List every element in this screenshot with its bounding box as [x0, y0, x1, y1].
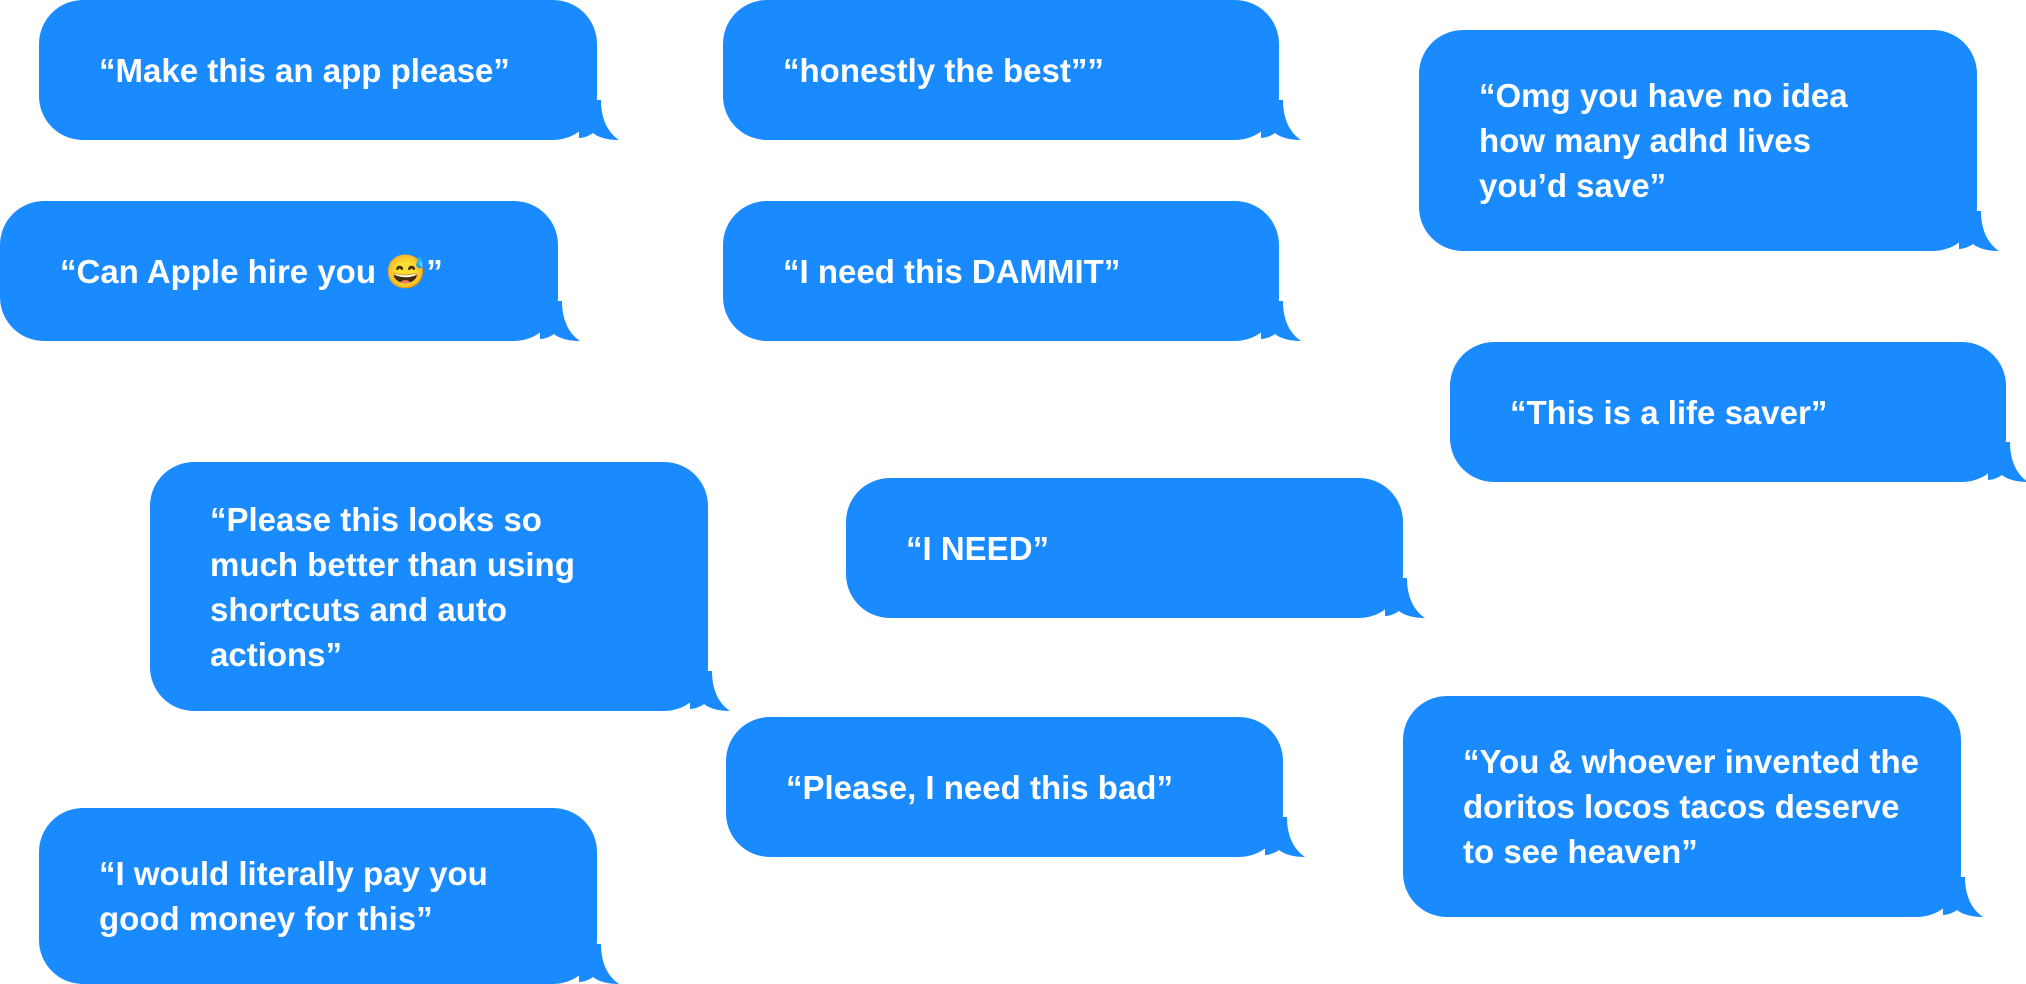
message-bubble: “Omg you have no idea how many adhd live… — [1419, 30, 1999, 251]
message-text: “Can Apple hire you 😅” — [60, 252, 443, 290]
bubble-tail-icon — [690, 671, 730, 711]
message-text: “Please, I need this bad” — [786, 768, 1173, 806]
bubble-tail-icon — [1261, 301, 1301, 341]
message-text: “This is a life saver” — [1510, 393, 1828, 431]
message-bubble: “I need this DAMMIT” — [723, 201, 1301, 341]
message-bubble: “This is a life saver” — [1450, 342, 2026, 482]
message-bubble: “Please, I need this bad” — [726, 717, 1305, 857]
message-bubble: “Make this an app please” — [39, 0, 619, 140]
bubble-tail-icon — [1265, 817, 1305, 857]
bubble-tail-icon — [1959, 211, 1999, 251]
message-bubble: “Please this looks so much better than u… — [150, 462, 730, 711]
message-text: “I need this DAMMIT” — [783, 252, 1121, 290]
bubble-tail-icon — [1943, 877, 1983, 917]
bubble-tail-icon — [1988, 442, 2026, 482]
message-text: “I NEED” — [906, 529, 1050, 567]
bubble-tail-icon — [579, 944, 619, 984]
message-text: “You & whoever invented the doritos loco… — [1463, 743, 1919, 870]
bubble-tail-icon — [1385, 578, 1425, 618]
message-text: “Make this an app please” — [99, 51, 510, 89]
message-bubble: “I would literally pay you good money fo… — [39, 808, 619, 984]
bubble-tail-icon — [579, 100, 619, 140]
bubble-tail-icon — [540, 301, 580, 341]
message-bubble: “I NEED” — [846, 478, 1425, 618]
message-bubble: “honestly the best”” — [723, 0, 1301, 140]
message-text: “I would literally pay you good money fo… — [99, 855, 488, 937]
message-text: “honestly the best”” — [783, 51, 1104, 89]
message-bubble: “You & whoever invented the doritos loco… — [1403, 696, 1983, 917]
message-bubble: “Can Apple hire you 😅” — [0, 201, 580, 341]
message-text: “Please this looks so much better than u… — [210, 500, 575, 673]
message-text: “Omg you have no idea how many adhd live… — [1479, 77, 1848, 204]
bubble-tail-icon — [1261, 100, 1301, 140]
